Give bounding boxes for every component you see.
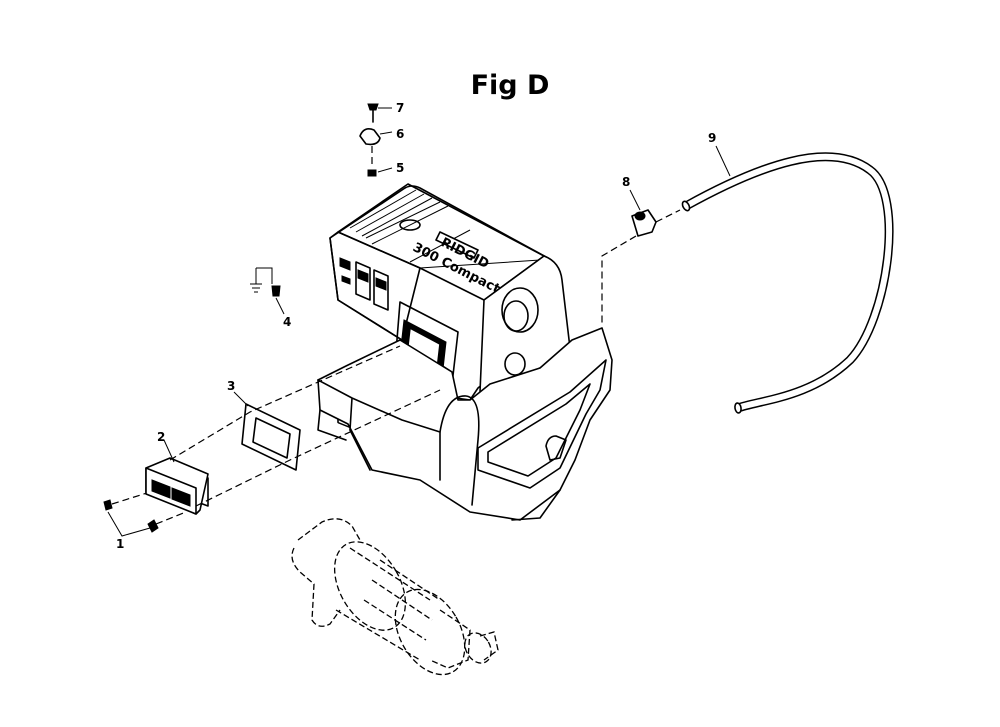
housing-deck-front (439, 395, 480, 506)
motor-end-bracket (297, 518, 361, 541)
warning-label-3-marks (375, 277, 387, 291)
callout-2: 2 (157, 430, 165, 444)
motor-can-bands (363, 559, 441, 641)
callout-1: 1 (116, 537, 124, 551)
housing-bottom-edge (511, 489, 561, 521)
callout-8-leader (629, 189, 641, 211)
part-2-switch (145, 439, 209, 515)
cord-clamp-icon (359, 128, 381, 146)
callout-5-leader (377, 167, 393, 173)
motor-rear-cap (291, 547, 341, 627)
housing-top-ribs (349, 189, 541, 269)
housing-tray-inner (487, 383, 591, 477)
assembly-line-upper (169, 345, 401, 461)
screw-upper-icon (103, 499, 113, 511)
motor-can-rear (333, 541, 407, 631)
ground-wire (256, 267, 273, 284)
housing-left-face (329, 231, 421, 341)
callout-6-leader (379, 131, 393, 135)
housing-base (317, 327, 613, 521)
tower-bore-small (504, 352, 526, 376)
part-4-ground-screw (250, 267, 285, 315)
part-5-6-7-clamp (359, 103, 393, 177)
part-3-gasket (233, 391, 301, 471)
hose-end-lower (734, 402, 742, 414)
screw-upper-leader (111, 491, 151, 505)
motor-hidden-outline (291, 518, 499, 676)
part-1-screws (103, 491, 187, 537)
callout-3: 3 (227, 379, 235, 393)
ground-screw-icon (271, 285, 281, 297)
motor-shaft-collar (464, 632, 492, 664)
housing-tray-handle (545, 435, 567, 461)
switch-rocker-right-icon (171, 487, 191, 507)
housing-deck (317, 379, 441, 481)
fitting-port (634, 211, 646, 221)
tower-bore-large (501, 287, 539, 333)
housing-tray (477, 359, 607, 489)
hose-end-upper (681, 200, 691, 212)
housing-left-foot (317, 409, 371, 471)
callout-1-leader (107, 511, 151, 537)
screw-lower-icon (147, 519, 159, 533)
warning-label-2-marks (357, 269, 369, 283)
fitting-to-housing-line (601, 235, 637, 326)
fitting-to-hose-line (655, 209, 681, 223)
hose-outline (683, 152, 894, 413)
callout-7: 7 (396, 101, 404, 115)
hose-body (684, 153, 893, 411)
callout-3-leader (233, 391, 249, 407)
warning-label-1-marks (339, 257, 351, 285)
switch-rocker-left-icon (151, 479, 171, 499)
assembly-line-lower (195, 389, 441, 507)
gasket-opening (252, 417, 291, 459)
callout-5: 5 (396, 161, 404, 175)
motor-can-body (335, 547, 431, 661)
top-cover-hole (399, 219, 421, 231)
motor-gear (479, 631, 499, 661)
motor-front-end (429, 609, 471, 669)
callout-9: 9 (708, 131, 716, 145)
ground-symbol-icon (250, 268, 262, 293)
callout-4: 4 (283, 315, 291, 329)
clamp-screw-head-icon (367, 103, 379, 111)
callout-9-leader (715, 145, 731, 177)
screw-lower-leader (155, 511, 187, 525)
part-8-fitting (601, 189, 681, 326)
motor-housing: RIDGID 300 Compact (317, 183, 613, 521)
figure-title: Fig D (470, 70, 550, 101)
tower-bore-inner (503, 300, 529, 332)
clamp-nut-icon (367, 169, 377, 177)
callout-6: 6 (396, 127, 404, 141)
brand-plate (435, 231, 479, 259)
part-9-hose (681, 145, 894, 414)
callout-8: 8 (622, 175, 630, 189)
motor-can-front (394, 588, 466, 676)
callout-4-leader (275, 297, 285, 315)
